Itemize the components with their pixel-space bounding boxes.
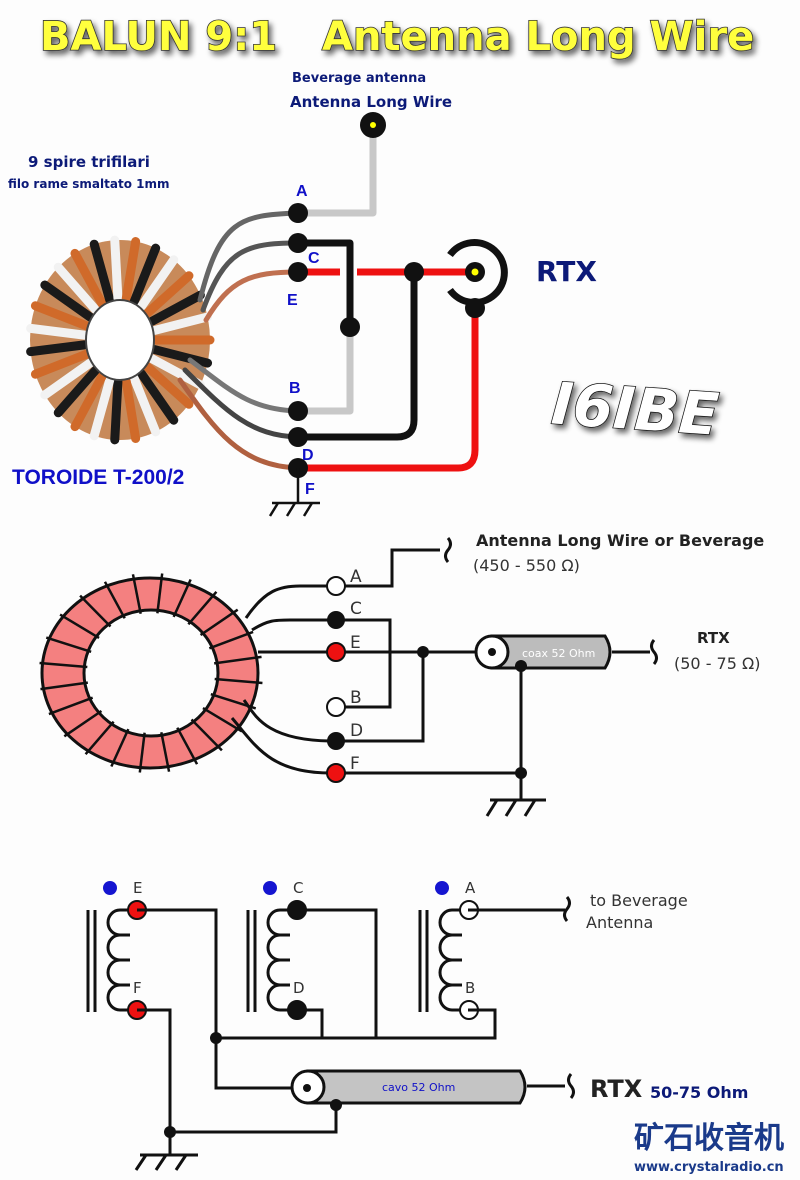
terminal-d [288,427,308,447]
transformer-t1: EF [86,879,147,1020]
antenna-brace [444,537,452,563]
terminal-label-top: C [293,879,303,897]
coax-cable: coax 52 Ohm [474,634,612,672]
terminal-label-top: E [133,879,142,897]
junction-cb [340,317,360,337]
label-b: B [289,380,301,397]
antenna-long-wire-label: Antenna Long Wire [290,93,452,111]
rtx-connector [447,239,508,318]
wiring [298,125,479,472]
beverage-brace [563,896,571,922]
schematic-terminal-labels: A C E B D F [350,567,363,774]
polarity-dot [103,881,117,895]
sch-label-a: A [350,567,362,587]
beverage-label-1: to Beverage [590,891,688,910]
winding-note-turns: 9 spire trifilari [28,153,150,171]
schematic-diagram: coax 52 Ohm A C E B D F Antenna Long W [39,531,764,817]
wire-d [298,272,418,441]
toroid-leads [177,210,301,471]
polarity-dot [263,881,277,895]
sch-label-b: B [350,688,362,708]
rtx-impedance-schematic: (50 - 75 Ω) [674,654,760,673]
wire-c [298,239,354,327]
watermark: 矿石收音机 www.crystalradio.cn [634,1121,784,1175]
brand-chinese: 矿石收音机 [634,1121,784,1156]
beverage-antenna-label: Beverage antenna [292,71,426,86]
rtx-brace [650,639,658,665]
label-d: D [302,447,314,464]
terminal-label-top: A [465,879,476,897]
rtx-label: RTX [536,255,597,288]
wire-f [298,308,479,472]
sch-terminal-d [327,732,345,750]
winding-note-wire: filo rame smaltato 1mm [8,177,169,191]
toroid-schematic [39,573,263,773]
terminal-labels: A C E B D F [287,183,320,498]
rtx-impedance-2: 50-75 Ohm [650,1083,748,1102]
polarity-dot [435,881,449,895]
terminal-label-bottom: D [293,979,305,997]
terminal-c [288,233,308,253]
sch-label-e: E [350,633,361,653]
sch-label-d: D [350,721,363,741]
toroid-windings [26,235,215,445]
coax-label: coax 52 Ohm [522,647,595,660]
terminal-label-bottom: B [465,979,475,997]
ground-symbol [268,468,320,517]
transformer-ground [134,1132,198,1171]
junction-ed [404,262,424,282]
label-a: A [296,183,308,200]
antenna-impedance: (450 - 550 Ω) [473,556,580,575]
sch-terminal-e [326,642,346,662]
wire-b [298,327,354,415]
label-f: F [305,481,315,498]
schematic-terminals [326,576,527,783]
terminal-a [288,203,308,223]
rtx-label-schematic: RTX [697,629,730,647]
title-balun: BALUN 9:1 [40,14,277,60]
sch-label-f: F [350,754,360,774]
label-c: C [308,250,320,267]
wire-a-antenna [298,125,377,217]
rtx-label-2: RTX [590,1075,643,1103]
terminal-b [288,401,308,421]
terminal-label-bottom: F [133,979,142,997]
toroid-label: TOROIDE T-200/2 [12,466,184,489]
callsign: I6IBE [549,369,721,449]
sch-label-c: C [350,599,362,619]
sch-terminal-a [326,576,346,596]
photo-wiring-diagram: Beverage antenna Antenna Long Wire 9 spi… [8,71,722,517]
title-antenna-long-wire: Antenna Long Wire [322,14,754,60]
antenna-connector [360,112,386,138]
cable-label: cavo 52 Ohm [382,1081,455,1094]
page-title: BALUN 9:1 Antenna Long Wire [39,13,755,61]
sch-terminal-c [327,611,345,629]
brand-url: www.crystalradio.cn [634,1160,784,1175]
transformer-t2: CD [246,879,307,1020]
sch-terminal-f [326,763,346,783]
antenna-type-label: Antenna Long Wire or Beverage [476,531,764,550]
terminal-e [288,262,308,282]
coax-cable-2: cavo 52 Ohm [290,1069,527,1111]
rtx-brace-2 [567,1073,575,1099]
beverage-label-2: Antenna [586,913,653,932]
transformer-wiring [137,908,565,1134]
toroid-core-photo [26,235,215,445]
schematic-wiring [230,548,650,800]
label-e: E [287,292,298,309]
transformer-t3: AB [418,879,479,1020]
schematic-ground [485,798,546,817]
sch-terminal-b [326,697,346,717]
